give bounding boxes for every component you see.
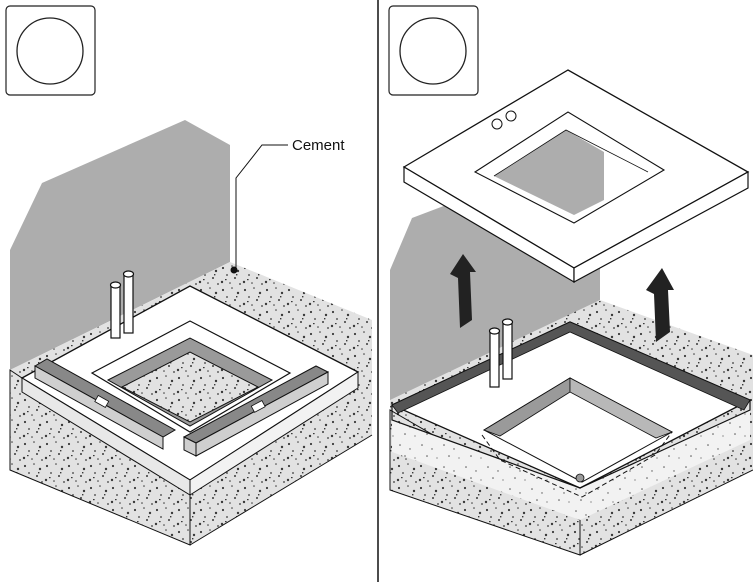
pipes-left (109, 270, 135, 339)
panel-left (5, 5, 373, 546)
level-tool-right (182, 365, 330, 457)
wall-left (10, 120, 230, 370)
step-icon-left (5, 5, 96, 96)
vanity-top (402, 69, 750, 284)
lift-arrow-left (450, 254, 476, 328)
level-tool-left (33, 358, 177, 450)
circle-icon (399, 17, 467, 85)
faucet-hole-1 (491, 118, 503, 130)
panel-right (388, 5, 753, 556)
lift-arrow-right (646, 268, 674, 342)
cement-callout-line (230, 144, 288, 274)
step-icon-right (388, 5, 479, 96)
faucet-hole-2 (505, 110, 517, 122)
pipes-right (488, 318, 514, 388)
circle-icon (16, 17, 84, 85)
cement-label: Cement (292, 137, 345, 154)
